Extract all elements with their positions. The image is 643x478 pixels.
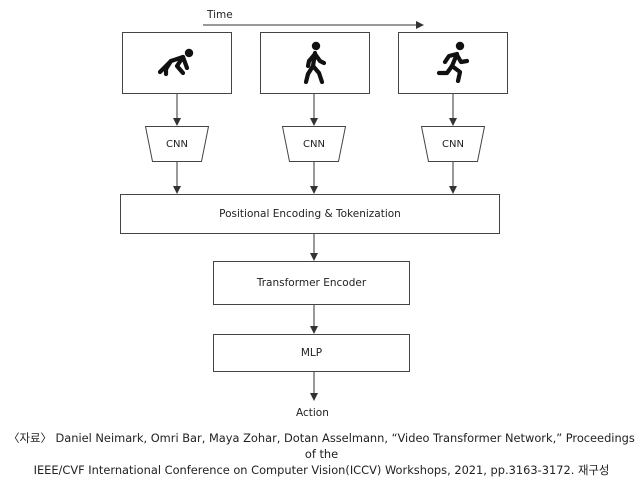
- cnn-block-3: CNN: [421, 126, 485, 162]
- positional-encoding-label: Positional Encoding & Tokenization: [219, 208, 401, 220]
- transformer-encoder-label: Transformer Encoder: [256, 277, 367, 289]
- cnn-block-2: CNN: [282, 126, 346, 162]
- positional-encoding-block: Positional Encoding & Tokenization: [120, 194, 500, 234]
- cnn-shape: [145, 126, 209, 162]
- walking-person-icon: [303, 41, 327, 85]
- cnn-label: CNN: [166, 138, 188, 150]
- crouching-runner-icon: [157, 48, 194, 77]
- source-caption: 〈자료〉 Daniel Neimark, Omri Bar, Maya Zoha…: [4, 430, 639, 478]
- caption-line-2: IEEE/CVF International Conference on Com…: [33, 463, 610, 477]
- cnn-shape: [421, 126, 485, 162]
- video-frame-3: [398, 32, 508, 94]
- cnn-shape: [282, 126, 346, 162]
- transformer-encoder-block: Transformer Encoder: [213, 261, 410, 305]
- mlp-block: MLP: [213, 334, 410, 372]
- action-label: Action: [296, 407, 329, 419]
- cnn-block-1: CNN: [145, 126, 209, 162]
- video-frame-2: [260, 32, 370, 94]
- caption-line-1: 〈자료〉 Daniel Neimark, Omri Bar, Maya Zoha…: [8, 431, 635, 461]
- cnn-label: CNN: [303, 138, 325, 150]
- mlp-label: MLP: [300, 347, 323, 359]
- time-label: Time: [207, 9, 233, 21]
- running-person-icon: [436, 41, 470, 84]
- cnn-label: CNN: [442, 138, 464, 150]
- video-frame-1: [122, 32, 232, 94]
